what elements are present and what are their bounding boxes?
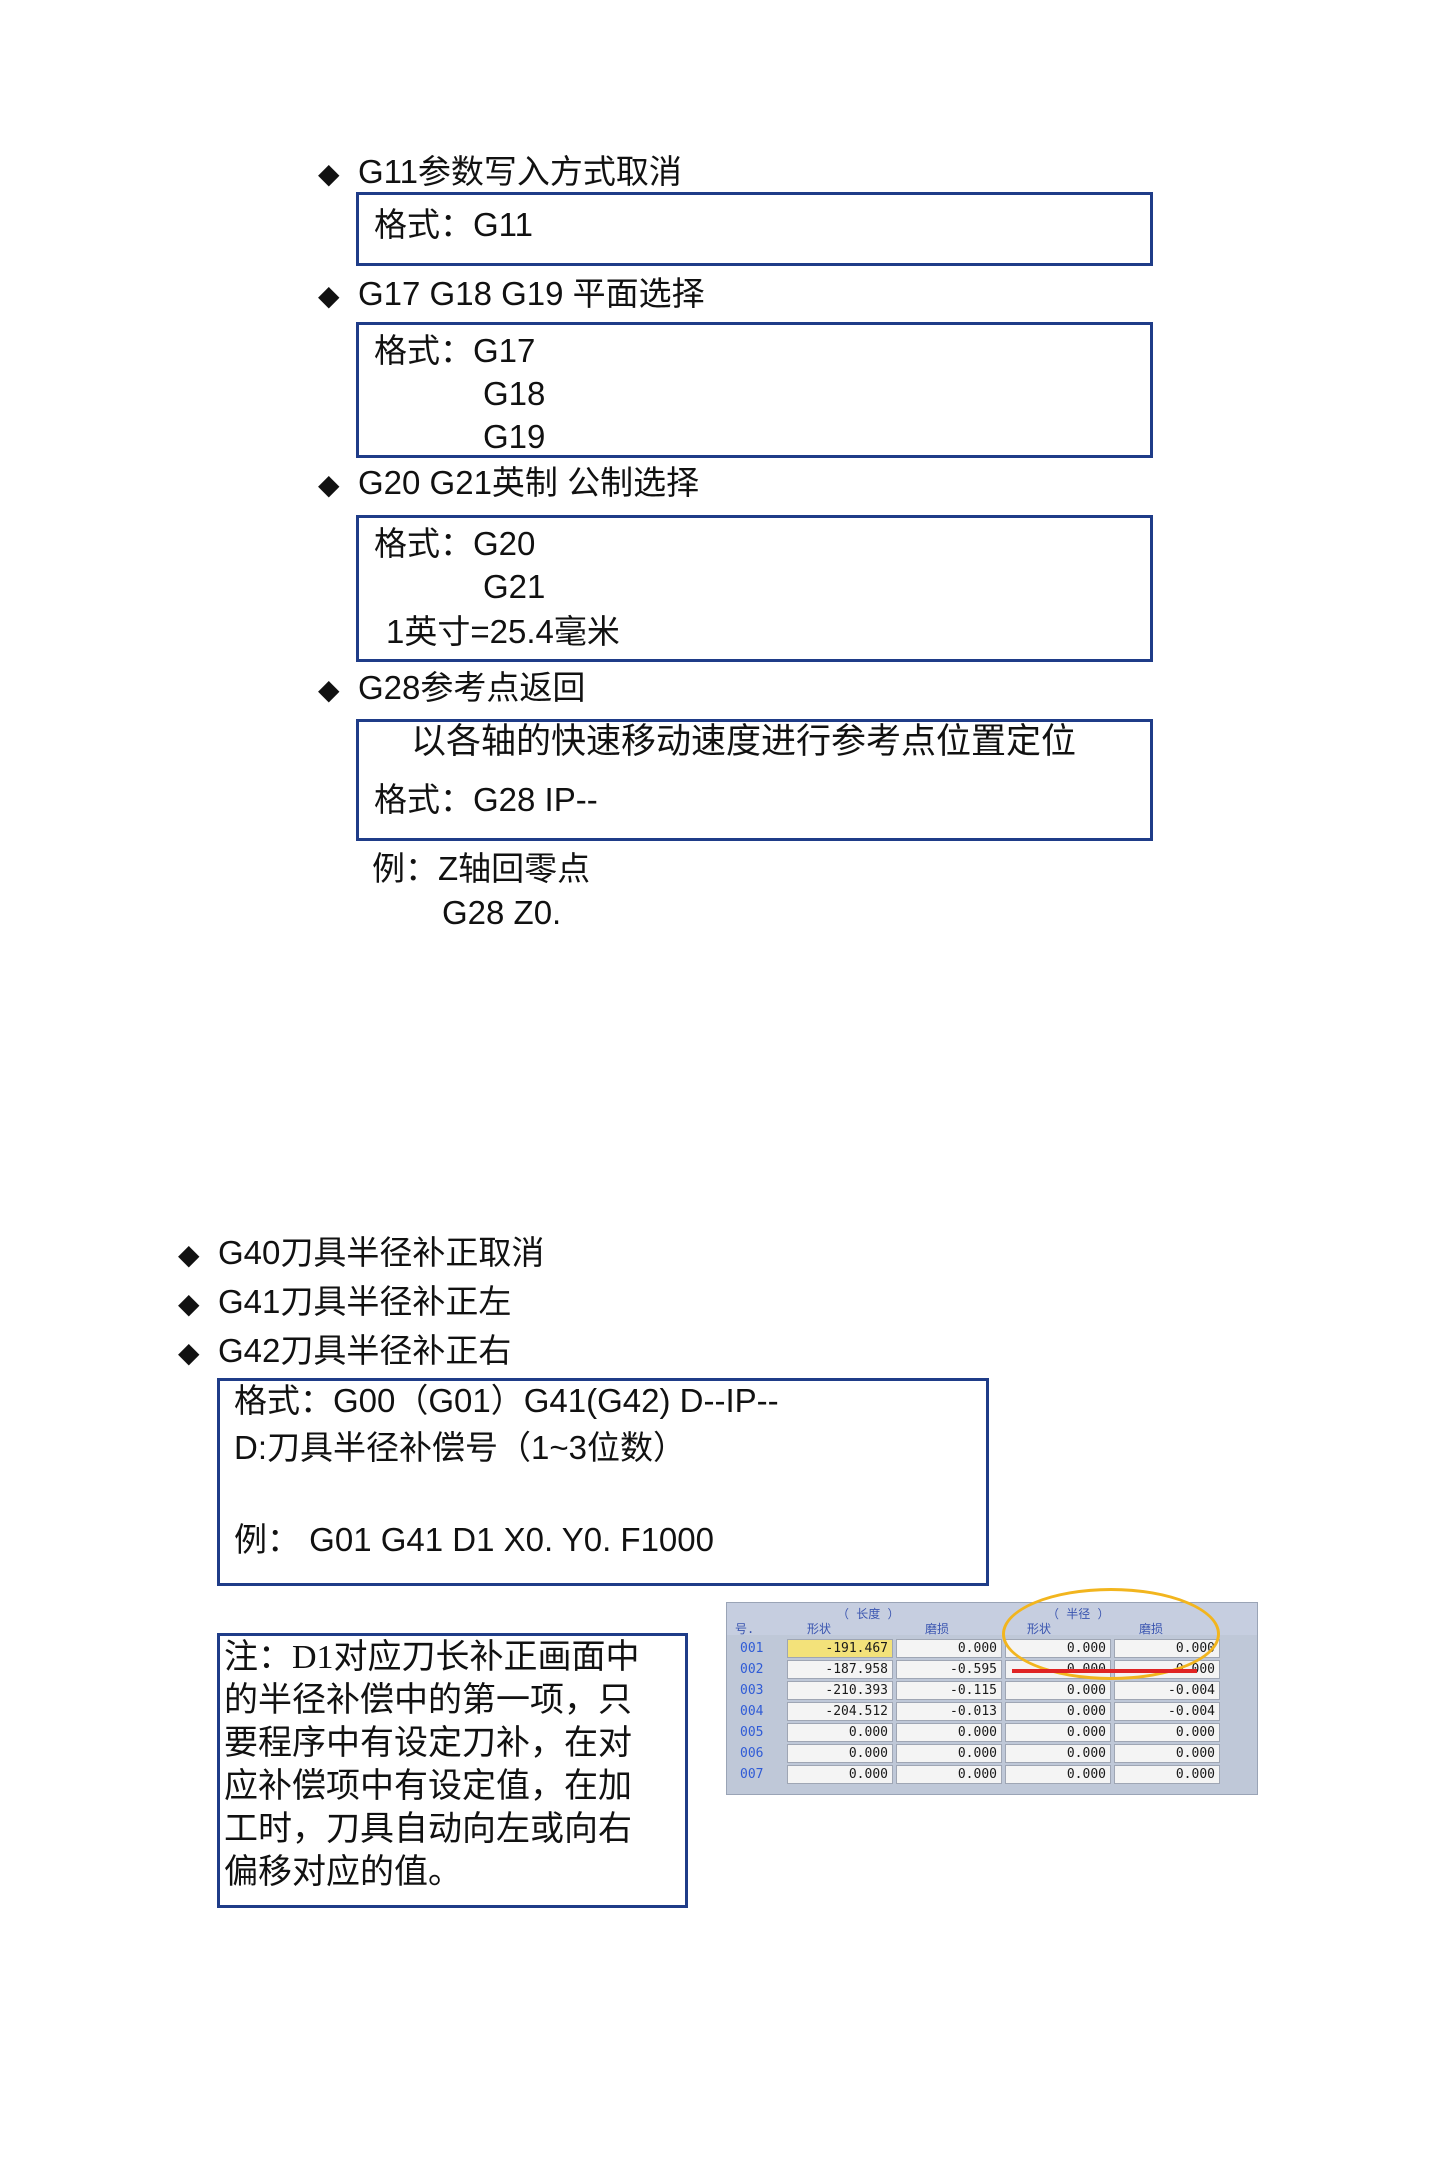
format-line: 格式：G20 <box>374 525 536 562</box>
heading-g20-g21: ◆G20 G21英制 公制选择 <box>318 463 699 505</box>
format-line: 格式：G17 <box>374 332 536 369</box>
d-number-description: D:刀具半径补偿号（1~3位数） <box>234 1429 686 1466</box>
format-line: G21 <box>483 568 546 605</box>
heading-g40: ◆G40刀具半径补正取消 <box>178 1233 544 1275</box>
heading-g11: ◆G11参数写入方式取消 <box>318 152 682 194</box>
format-box-units: 格式：G20 G21 1英寸=25.4毫米 <box>356 515 1153 662</box>
inch-conversion: 1英寸=25.4毫米 <box>386 613 620 650</box>
heading-g41: ◆G41刀具半径补正左 <box>178 1282 511 1324</box>
diamond-bullet-icon: ◆ <box>178 1288 200 1319</box>
radius-highlight-circle <box>1002 1588 1220 1680</box>
example-line: 例： G01 G41 D1 X0. Y0. F1000 <box>234 1521 714 1558</box>
format-box-radius-comp: 格式：G00（G01）G41(G42) D--IP-- D:刀具半径补偿号（1~… <box>217 1378 989 1586</box>
offset-table: 001 -191.467 0.000 0.000 0.000 002 -187.… <box>733 1637 1223 1786</box>
format-line: 格式：G00（G01）G41(G42) D--IP-- <box>234 1382 779 1419</box>
example-g28-line2: G28 Z0. <box>442 894 562 931</box>
format-line: 格式：G11 <box>374 206 533 243</box>
header-col-len-wear: 磨损 <box>925 1622 950 1636</box>
table-row: 007 0.000 0.000 0.000 0.000 <box>736 1765 1220 1784</box>
heading-g17-g18-g19: ◆G17 G18 G19 平面选择 <box>318 274 705 316</box>
format-box-g28: 以各轴的快速移动速度进行参考点位置定位 格式：G28 IP-- <box>356 719 1153 841</box>
format-box-g11: 格式：G11 <box>356 192 1153 266</box>
diamond-bullet-icon: ◆ <box>318 158 340 189</box>
header-group-length: （ 长度 ） <box>837 1607 900 1621</box>
diamond-bullet-icon: ◆ <box>318 674 340 705</box>
table-row: 004 -204.512 -0.013 0.000 -0.004 <box>736 1702 1220 1721</box>
heading-g28: ◆G28参考点返回 <box>318 668 585 710</box>
diamond-bullet-icon: ◆ <box>178 1239 200 1270</box>
format-box-plane: 格式：G17 G18 G19 <box>356 322 1153 458</box>
header-col-no: 号. <box>735 1622 755 1636</box>
diamond-bullet-icon: ◆ <box>178 1337 200 1368</box>
table-row: 006 0.000 0.000 0.000 0.000 <box>736 1744 1220 1763</box>
diamond-bullet-icon: ◆ <box>318 280 340 311</box>
radius-row1-underline <box>1012 1669 1197 1673</box>
note-box: 注：D1对应刀长补正画面中 的半径补偿中的第一项，只 要程序中有设定刀补，在对 … <box>217 1633 688 1908</box>
format-line: G18 <box>483 375 546 412</box>
table-row: 005 0.000 0.000 0.000 0.000 <box>736 1723 1220 1742</box>
header-col-len-shape: 形状 <box>807 1622 832 1636</box>
diamond-bullet-icon: ◆ <box>318 469 340 500</box>
heading-g42: ◆G42刀具半径补正右 <box>178 1331 511 1373</box>
example-g28-line1: 例：Z轴回零点 <box>372 850 591 887</box>
table-row: 003 -210.393 -0.115 0.000 -0.004 <box>736 1681 1220 1700</box>
note-text: 注：D1对应刀长补正画面中 的半径补偿中的第一项，只 要程序中有设定刀补，在对 … <box>224 1639 640 1891</box>
format-line: 格式：G28 IP-- <box>374 781 598 818</box>
g28-description: 以各轴的快速移动速度进行参考点位置定位 <box>411 722 1077 761</box>
format-line: G19 <box>483 418 546 455</box>
